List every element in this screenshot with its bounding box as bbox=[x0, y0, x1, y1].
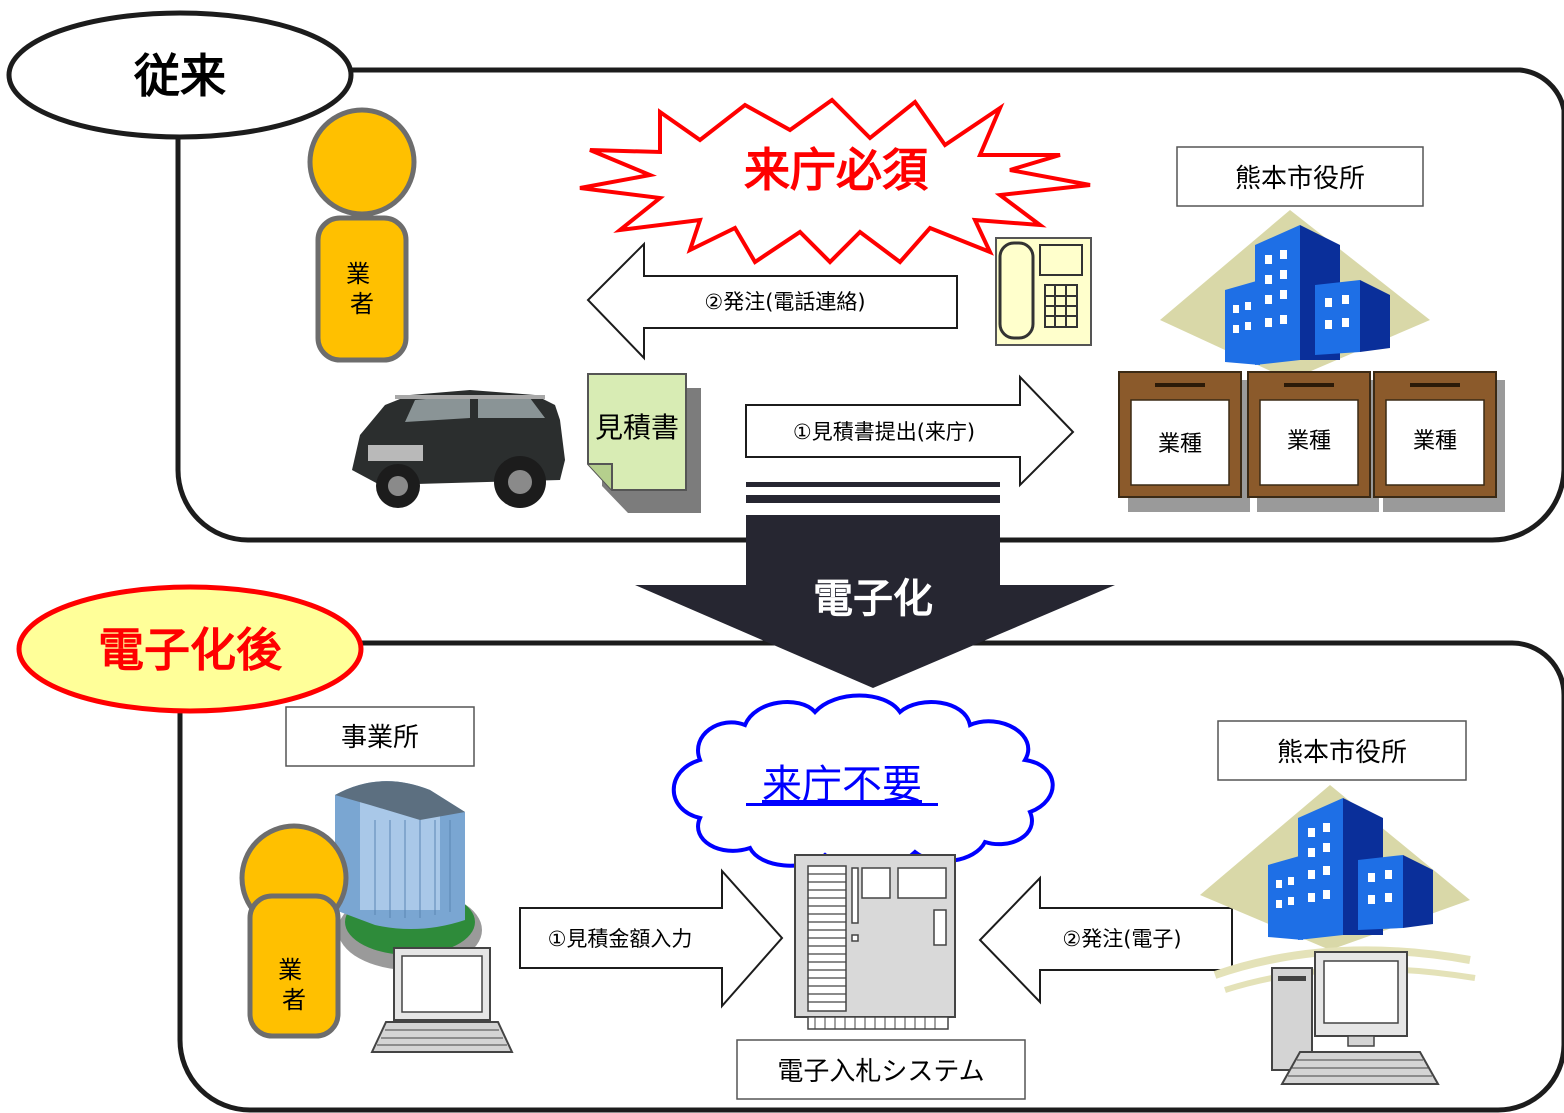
before-title-oval: 従来 bbox=[6, 10, 354, 140]
contractor-person-top: 業 者 bbox=[307, 107, 417, 363]
city-hall-label-top: 熊本市役所 bbox=[1176, 146, 1424, 207]
phone-icon bbox=[995, 237, 1092, 346]
contractor-char-4: 者 bbox=[282, 986, 306, 1014]
after-title-oval: 電子化後 bbox=[16, 584, 364, 714]
submit-estimate-arrow: ①見積書提出(来庁) bbox=[745, 374, 1075, 488]
desktop-pc-icon bbox=[1271, 951, 1440, 1085]
submission-boxes: 業種 業種 業種 bbox=[1118, 371, 1505, 512]
before-title: 従来 bbox=[133, 49, 226, 103]
digitization-label: 電子化 bbox=[813, 576, 933, 622]
city-hall-name-bottom: 熊本市役所 bbox=[1277, 738, 1407, 768]
submission-box-1: 業種 bbox=[1118, 371, 1250, 512]
after-title: 電子化後 bbox=[98, 623, 283, 677]
contractor-label-bottom: 業 者 bbox=[278, 956, 310, 1014]
city-hall-label-bottom: 熊本市役所 bbox=[1217, 720, 1467, 781]
estimate-doc-label: 見積書 bbox=[595, 411, 679, 444]
system-label: 電子入札システム bbox=[736, 1039, 1026, 1100]
estimate-document-icon: 見積書 bbox=[587, 373, 701, 513]
contractor-char-2: 者 bbox=[350, 290, 374, 318]
order-electronic-label: ②発注(電子) bbox=[1062, 927, 1181, 951]
submit-estimate-label: ①見積書提出(来庁) bbox=[793, 420, 975, 444]
box-label-3: 業種 bbox=[1413, 429, 1457, 454]
order-electronic-arrow: ②発注(電子) bbox=[978, 875, 1233, 1005]
laptop-icon bbox=[370, 947, 514, 1053]
estimate-input-arrow: ①見積金額入力 bbox=[519, 868, 784, 1009]
order-phone-label: ②発注(電話連絡) bbox=[704, 290, 865, 314]
mandatory-visit-badge: 来庁必須 bbox=[579, 97, 1091, 265]
contractor-person-bottom: 業 者 bbox=[239, 823, 349, 1039]
submission-box-3: 業種 bbox=[1373, 371, 1505, 512]
digitization-arrow: 電子化 bbox=[635, 482, 1115, 688]
cloud-text: 来庁不要 bbox=[762, 762, 922, 808]
system-name: 電子入札システム bbox=[777, 1057, 984, 1087]
submission-box-2: 業種 bbox=[1247, 371, 1379, 512]
order-phone-arrow: ②発注(電話連絡) bbox=[586, 241, 958, 361]
office-label: 事業所 bbox=[285, 706, 475, 767]
badge-text: 来庁必須 bbox=[744, 143, 929, 197]
city-hall-name-top: 熊本市役所 bbox=[1235, 164, 1365, 194]
server-icon bbox=[794, 854, 956, 1030]
contractor-label-top: 業 者 bbox=[346, 260, 378, 318]
city-hall-building-icon-top bbox=[1160, 210, 1430, 380]
office-building-icon bbox=[335, 781, 482, 970]
office-name: 事業所 bbox=[341, 723, 419, 753]
contractor-char-3: 業 bbox=[278, 956, 302, 984]
contractor-char-1: 業 bbox=[346, 260, 370, 288]
estimate-input-label: ①見積金額入力 bbox=[548, 927, 693, 951]
car-icon bbox=[352, 390, 565, 508]
box-label-2: 業種 bbox=[1287, 429, 1331, 454]
no-visit-cloud: 来庁不要 bbox=[671, 693, 1055, 870]
box-label-1: 業種 bbox=[1158, 432, 1202, 457]
